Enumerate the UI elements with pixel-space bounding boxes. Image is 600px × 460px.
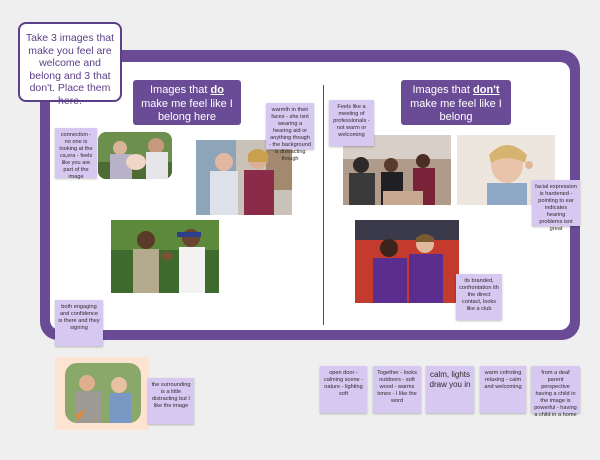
sticky-engaging-text: both engaging and confidence is there an… [58,304,100,331]
photo-meeting[interactable] [343,135,451,205]
sticky-together[interactable]: Together - looks outdoors - soft wood - … [373,366,421,413]
left-header[interactable]: Images that do make me feel like I belon… [133,80,241,125]
sticky-calm-text: calm, lights draw you in [429,370,471,389]
sticky-surrounding-text: the surrounding is a little distracting … [151,382,191,409]
sticky-facial-expression-text: facial expression is hardened - pointing… [535,184,577,232]
sticky-calm[interactable]: calm, lights draw you in [426,366,474,413]
right-header[interactable]: Images that don't make me feel like I be… [401,80,511,125]
sticky-facial-expression[interactable]: facial expression is hardened - pointing… [532,180,580,232]
right-header-suffix: make me feel like I belong [410,97,502,124]
sticky-branded-text: its branded, confrontation ith the direc… [459,278,499,312]
photo-older-couple[interactable] [196,140,292,215]
right-header-prefix: Images that [412,84,474,96]
right-header-emph: don't [473,84,500,96]
photo-branded-club[interactable] [355,220,459,303]
sticky-together-text: Together - looks outdoors - soft wood - … [377,370,417,404]
sticky-meeting[interactable]: Feels like a meeting of professionals - … [329,100,374,146]
sticky-deaf-parent-text: from a deaf parent perspective having a … [534,370,577,418]
left-header-prefix: Images that [150,84,211,96]
sticky-open-door-text: open door - calming scene - nature - lig… [323,370,364,397]
photo-signing[interactable] [111,220,219,293]
photo-family-baby[interactable] [98,132,172,179]
instruction-card[interactable]: Take 3 images that make you feel are wel… [18,22,122,107]
instruction-text: Take 3 images that make you feel are wel… [25,32,115,107]
sticky-engaging[interactable]: both engaging and confidence is there an… [55,300,103,346]
photo-mother-child[interactable] [55,357,149,430]
sticky-meeting-text: Feels like a meeting of professionals - … [333,104,370,138]
sticky-warm-comforting-text: warm cofroting relaxing - calm and welco… [484,370,522,390]
sticky-deaf-parent[interactable]: from a deaf parent perspective having a … [531,366,580,418]
sticky-warmth[interactable]: warmth in their faces - she isnt wearing… [266,103,314,162]
sticky-warmth-text: warmth in their faces - she isnt wearing… [269,107,311,162]
sticky-warm-comforting[interactable]: warm cofroting relaxing - calm and welco… [480,366,526,413]
sticky-connection-text: connection - no one is looking at the ca… [59,132,93,180]
board-divider [323,85,324,325]
left-header-emph: do [210,84,224,96]
sticky-open-door[interactable]: open door - calming scene - nature - lig… [320,366,367,413]
left-header-suffix: make me feel like I belong here [141,97,233,124]
sticky-connection[interactable]: connection - no one is looking at the ca… [55,128,97,180]
sticky-branded[interactable]: its branded, confrontation ith the direc… [456,274,502,320]
sticky-surrounding[interactable]: the surrounding is a little distracting … [148,378,194,424]
